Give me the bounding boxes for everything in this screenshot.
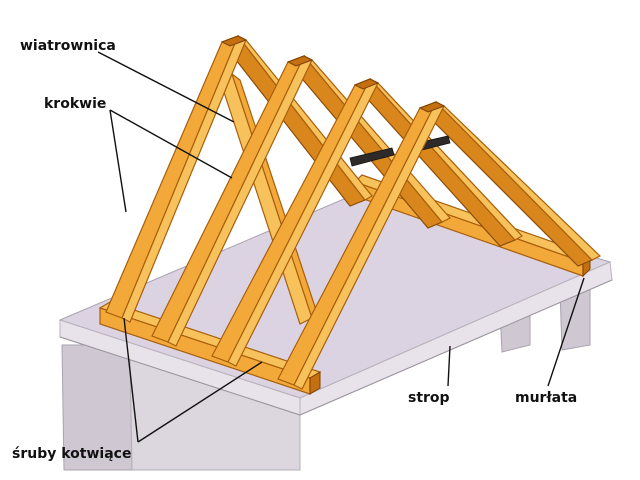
leader-lines (97, 51, 585, 443)
label-krokwie: krokwie (44, 96, 106, 112)
slab-edge-line (59, 336, 301, 416)
collar-strap (349, 147, 395, 167)
leader-sruby-1 (123, 317, 139, 443)
rafter-ridge (220, 35, 248, 47)
labels: wiatrownica krokwie śruby kotwiące strop… (12, 38, 577, 462)
label-murlata: murłata (515, 390, 577, 406)
rafter-ridge (286, 55, 314, 67)
leader-sruby-2 (137, 361, 263, 443)
label-wiatrownica: wiatrownica (20, 38, 116, 54)
rafter-ridge (353, 78, 380, 90)
leader-krokwie-2 (109, 109, 233, 179)
leader-krokwie-1 (109, 109, 127, 213)
leader-strop (447, 345, 451, 387)
leader-wiatrownica (97, 51, 235, 123)
slab-edge-line (299, 279, 613, 416)
label-strop: strop (408, 390, 450, 406)
leader-murlata (547, 277, 585, 387)
label-sruby-kotwiace: śruby kotwiące (12, 446, 131, 462)
rafter-ridge (418, 101, 446, 113)
